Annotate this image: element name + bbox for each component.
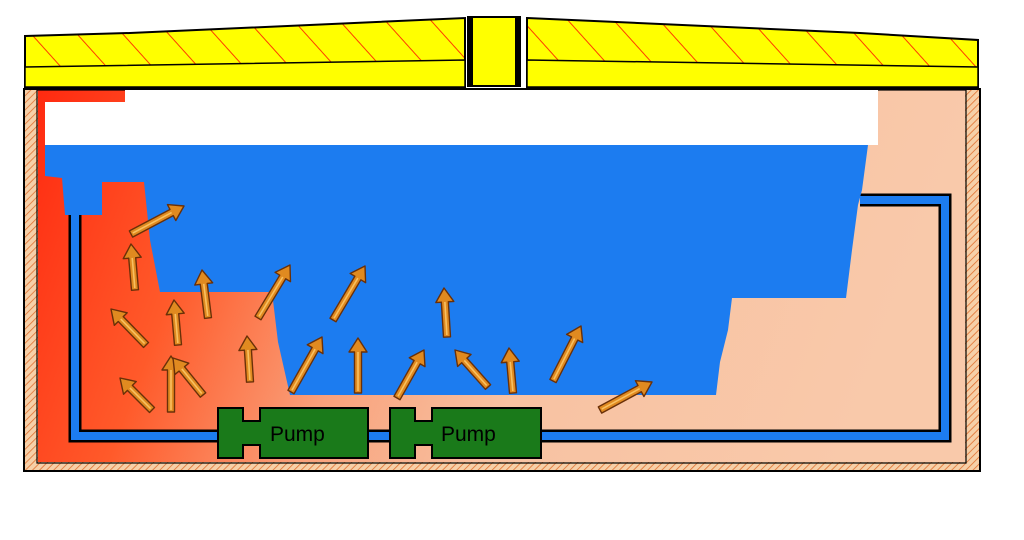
heat-arrow [165, 299, 185, 347]
heat-arrow [393, 349, 426, 401]
heat-arrow [238, 335, 258, 383]
heat-arrow [122, 243, 142, 292]
heat-arrow [454, 349, 492, 391]
heat-arrow [597, 380, 653, 414]
building [23, 88, 981, 472]
heat-arrow [329, 265, 367, 323]
pump-1-label: Pump [270, 423, 325, 446]
pool-water [45, 145, 868, 395]
heat-arrows [110, 203, 653, 414]
heat-arrow [500, 347, 520, 395]
roof-left-fascia [24, 59, 466, 88]
roof-vent-opening [473, 18, 515, 85]
heat-arrow [287, 336, 324, 395]
heat-arrow [254, 264, 292, 321]
air-space [45, 90, 878, 145]
heat-arrow [110, 308, 150, 349]
pump-1: Pump [217, 407, 369, 459]
heat-arrow [194, 269, 214, 320]
roof-right-fascia [526, 59, 979, 88]
roof [24, 16, 979, 88]
pump-2-body [389, 407, 542, 459]
pump-2: Pump [389, 407, 542, 459]
pipe-loop-fill [71, 180, 949, 440]
pump-1-body [217, 407, 369, 459]
heat-arrow [348, 337, 368, 394]
heat-arrow [549, 325, 584, 384]
heat-arrow [172, 357, 207, 398]
heat-arrow [119, 377, 156, 414]
heat-arrow [128, 203, 185, 238]
pump-2-label: Pump [441, 423, 496, 446]
heat-arrow [435, 287, 455, 338]
